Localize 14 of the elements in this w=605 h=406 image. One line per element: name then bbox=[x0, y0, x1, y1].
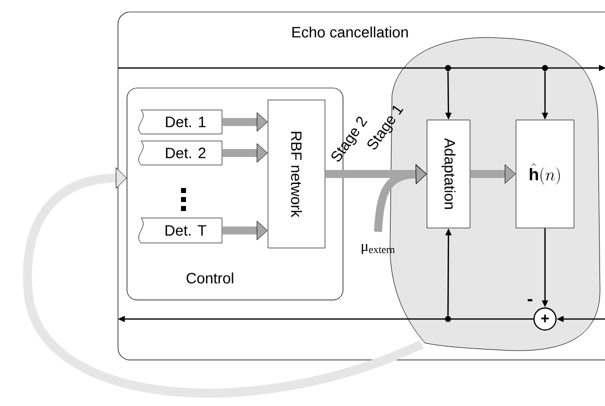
detector-box: Det. 1 bbox=[138, 110, 222, 134]
block-arrow bbox=[222, 220, 268, 240]
process-box: $\hat{\mathbf{h}}(n)$ bbox=[516, 120, 574, 228]
process-box: RBF network bbox=[268, 100, 326, 248]
block-arrow bbox=[23, 167, 424, 398]
block-arrow bbox=[470, 164, 516, 184]
parameter-label: μ$_{extern}$ bbox=[362, 244, 395, 254]
process-box: Adaptation bbox=[426, 120, 470, 228]
block-arrow bbox=[374, 164, 427, 232]
detector-box: Det. 2 bbox=[138, 140, 222, 166]
block-arrow bbox=[222, 112, 268, 132]
detector-box: Det. T bbox=[138, 218, 222, 244]
edge-label: - bbox=[528, 299, 532, 302]
block-arrow bbox=[222, 143, 268, 163]
